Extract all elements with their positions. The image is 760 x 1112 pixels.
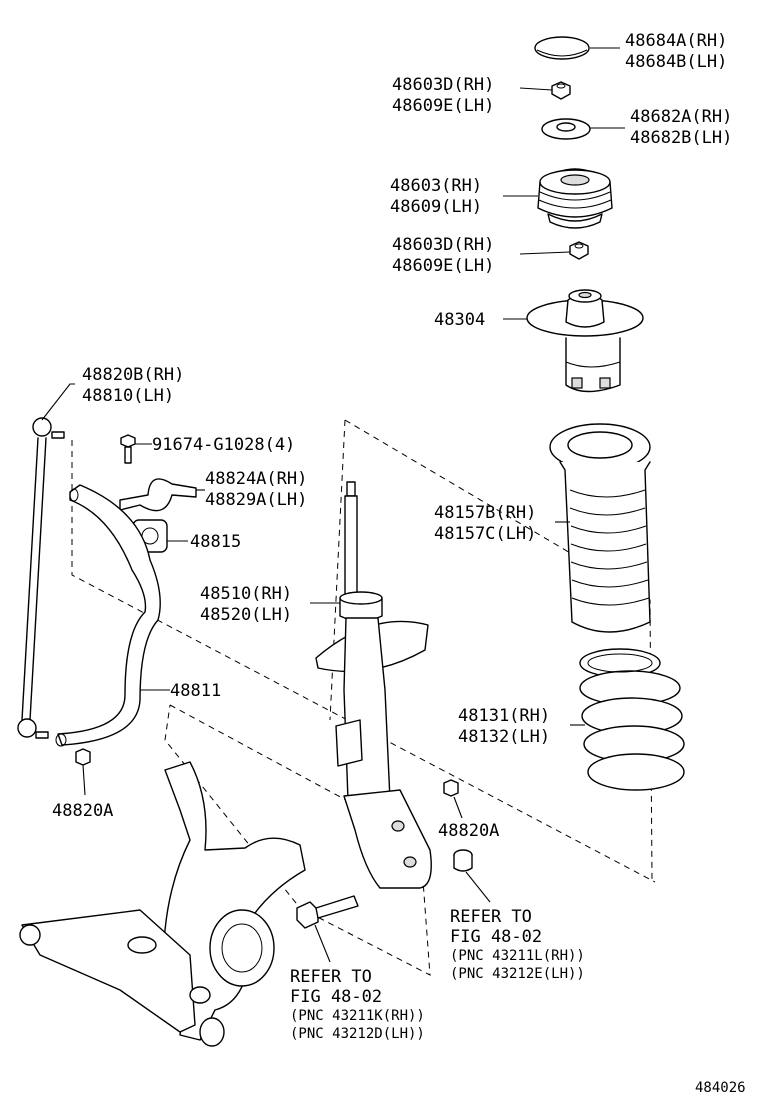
label-48510: 48510(RH) 48520(LH) bbox=[200, 584, 292, 625]
label-line: (PNC 43211K(RH)) bbox=[290, 1008, 425, 1024]
label-48603: 48603(RH) 48609(LH) bbox=[390, 176, 482, 217]
label-48603d-mid: 48603D(RH) 48609E(LH) bbox=[392, 235, 494, 276]
label-line: 48682B(LH) bbox=[630, 128, 732, 148]
label-48131: 48131(RH) 48132(LH) bbox=[458, 706, 550, 747]
washer-part bbox=[541, 118, 591, 140]
label-line: REFER TO bbox=[450, 907, 532, 927]
label-refer-right: REFER TO FIG 48-02 (PNC 43211L(RH)) (PNC… bbox=[450, 907, 585, 982]
label-line: REFER TO bbox=[290, 967, 372, 987]
label-line: 48810(LH) bbox=[82, 386, 174, 406]
label-48824: 48824A(RH) 48829A(LH) bbox=[205, 469, 307, 510]
label-line: 48132(LH) bbox=[458, 727, 550, 747]
label-line: 48682A(RH) bbox=[630, 107, 732, 127]
nut-part-top bbox=[551, 81, 571, 100]
label-line: 48815 bbox=[190, 532, 241, 552]
label-48684: 48684A(RH) 48684B(LH) bbox=[625, 31, 727, 72]
label-refer-left: REFER TO FIG 48-02 (PNC 43211K(RH)) (PNC… bbox=[290, 967, 425, 1042]
cam-bushing-part bbox=[453, 849, 473, 872]
dust-cap-part bbox=[534, 36, 590, 60]
figure-code: 484026 bbox=[695, 1080, 746, 1096]
bolt-part-small bbox=[120, 434, 136, 464]
label-line: 48510(RH) bbox=[200, 584, 292, 604]
coil-spring-part bbox=[579, 648, 685, 791]
label-line: 48520(LH) bbox=[200, 605, 292, 625]
spring-seat-part bbox=[526, 289, 644, 393]
label-line: 48609(LH) bbox=[390, 197, 482, 217]
shock-absorber-part bbox=[315, 481, 432, 889]
label-48815: 48815 bbox=[190, 532, 241, 552]
nut-part-right bbox=[443, 779, 459, 797]
label-48603d-top: 48603D(RH) 48609E(LH) bbox=[392, 75, 494, 116]
label-48820a-right: 48820A bbox=[438, 821, 499, 841]
label-48820b: 48820B(RH) 48810(LH) bbox=[82, 365, 184, 406]
label-line: 48157B(RH) bbox=[434, 503, 536, 523]
steering-knuckle-part bbox=[19, 761, 306, 1047]
nut-part-left bbox=[75, 748, 91, 766]
label-line: 48820A bbox=[438, 821, 499, 841]
nut-part-mid bbox=[569, 241, 589, 260]
label-line: 91674-G1028(4) bbox=[152, 435, 295, 455]
label-line: 48304 bbox=[434, 310, 485, 330]
leader-lines bbox=[41, 47, 625, 963]
upper-mount-part bbox=[537, 168, 613, 229]
label-48682: 48682A(RH) 48682B(LH) bbox=[630, 107, 732, 148]
label-line: (PNC 43212D(LH)) bbox=[290, 1026, 425, 1042]
label-line: 48603D(RH) bbox=[392, 235, 494, 255]
label-line: 48684B(LH) bbox=[625, 52, 727, 72]
label-line: (PNC 43211L(RH)) bbox=[450, 948, 585, 964]
label-line: 48609E(LH) bbox=[392, 256, 494, 276]
label-line: FIG 48-02 bbox=[290, 987, 382, 1007]
label-line: (PNC 43212E(LH)) bbox=[450, 966, 585, 982]
label-48304: 48304 bbox=[434, 310, 485, 330]
label-line: 48811 bbox=[170, 681, 221, 701]
label-48820a-left: 48820A bbox=[52, 801, 113, 821]
dust-boot-part bbox=[549, 423, 651, 633]
label-line: 48684A(RH) bbox=[625, 31, 727, 51]
label-line: 48820A bbox=[52, 801, 113, 821]
stabilizer-bracket-part bbox=[119, 478, 197, 512]
label-48811: 48811 bbox=[170, 681, 221, 701]
label-line: 48820B(RH) bbox=[82, 365, 184, 385]
cam-bolt-part bbox=[296, 895, 359, 929]
label-line: 48157C(LH) bbox=[434, 524, 536, 544]
label-line: 48603(RH) bbox=[390, 176, 482, 196]
stabilizer-bar-part bbox=[55, 484, 161, 747]
label-91674: 91674-G1028(4) bbox=[152, 435, 295, 455]
label-line: 48829A(LH) bbox=[205, 490, 307, 510]
label-line: FIG 48-02 bbox=[450, 927, 542, 947]
label-48157: 48157B(RH) 48157C(LH) bbox=[434, 503, 536, 544]
stabilizer-link-part bbox=[17, 417, 65, 739]
label-line: 48603D(RH) bbox=[392, 75, 494, 95]
label-line: 48609E(LH) bbox=[392, 96, 494, 116]
label-line: 48131(RH) bbox=[458, 706, 550, 726]
label-line: 48824A(RH) bbox=[205, 469, 307, 489]
